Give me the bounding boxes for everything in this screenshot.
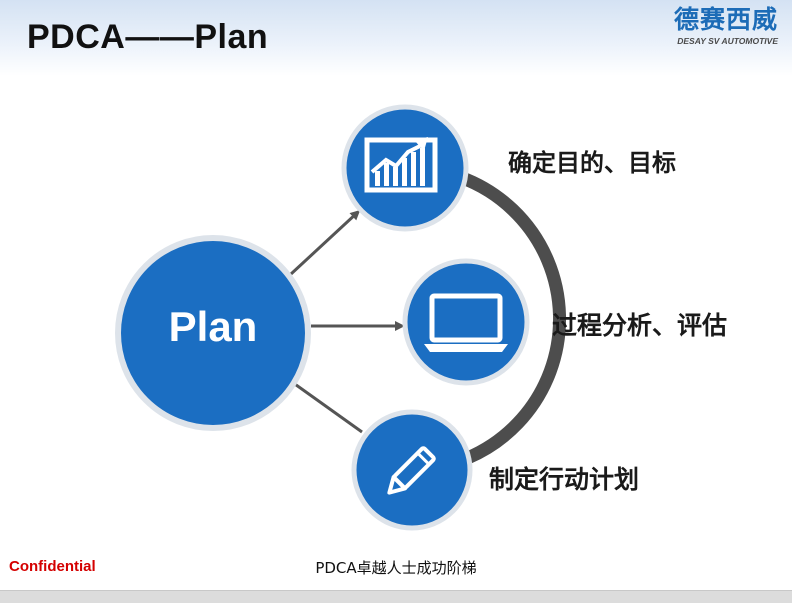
slide-header: PDCA——Plan 德赛西威 DESAY SV AUTOMOTIVE bbox=[0, 0, 792, 76]
step-goal-label: 确定目的、目标 bbox=[508, 149, 676, 177]
logo-english-text: DESAY SV AUTOMOTIVE bbox=[677, 36, 778, 46]
chart-icon bbox=[364, 137, 438, 193]
connecting-arc bbox=[404, 161, 567, 477]
step-action-label: 制定行动计划 bbox=[489, 465, 640, 494]
step-analysis-label: 过程分析、评估 bbox=[552, 311, 728, 340]
page-title: PDCA——Plan bbox=[27, 18, 269, 56]
plan-center-label: Plan bbox=[168, 303, 258, 350]
confidential-label: Confidential bbox=[9, 558, 96, 575]
pencil-icon bbox=[387, 446, 436, 495]
laptop-icon bbox=[424, 293, 508, 352]
step-action-circle bbox=[351, 409, 473, 531]
bottom-bar bbox=[0, 590, 792, 603]
plan-circle bbox=[115, 235, 311, 431]
step-goal-circle bbox=[341, 104, 469, 232]
footer-caption: PDCA卓越人士成功阶梯 bbox=[315, 559, 477, 577]
company-logo: 德赛西威 DESAY SV AUTOMOTIVE bbox=[666, 4, 778, 46]
step-analysis-circle bbox=[402, 258, 530, 386]
arrow-to-goal bbox=[289, 209, 361, 276]
logo-chinese-text: 德赛西威 bbox=[673, 5, 778, 34]
arrow-to-action bbox=[291, 380, 363, 434]
